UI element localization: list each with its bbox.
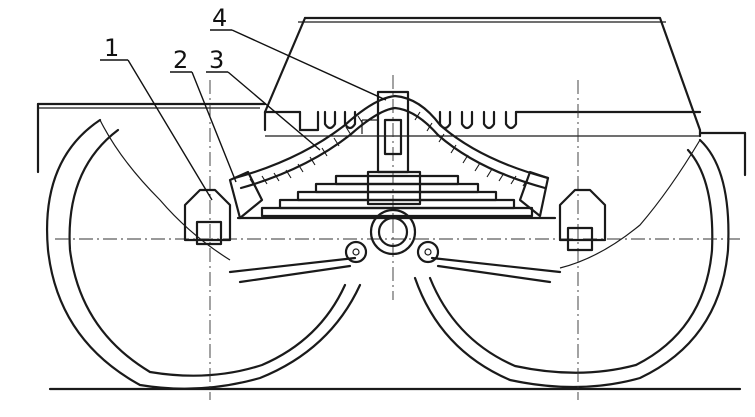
equalizer-links [228, 240, 562, 284]
right-bracket [518, 170, 607, 252]
center-hanger [361, 90, 422, 256]
spring-strap [233, 94, 550, 190]
leaf-spring [236, 174, 557, 220]
right-wheel [413, 138, 730, 389]
callout-leaders [100, 29, 387, 201]
center-lines [55, 75, 740, 400]
callout-3: 3 [209, 46, 224, 74]
left-bracket [183, 170, 264, 246]
frame-notches [263, 110, 702, 132]
callout-1: 1 [104, 34, 119, 62]
car-body [36, 16, 747, 177]
callout-2: 2 [173, 46, 188, 74]
callout-4: 4 [212, 4, 227, 32]
